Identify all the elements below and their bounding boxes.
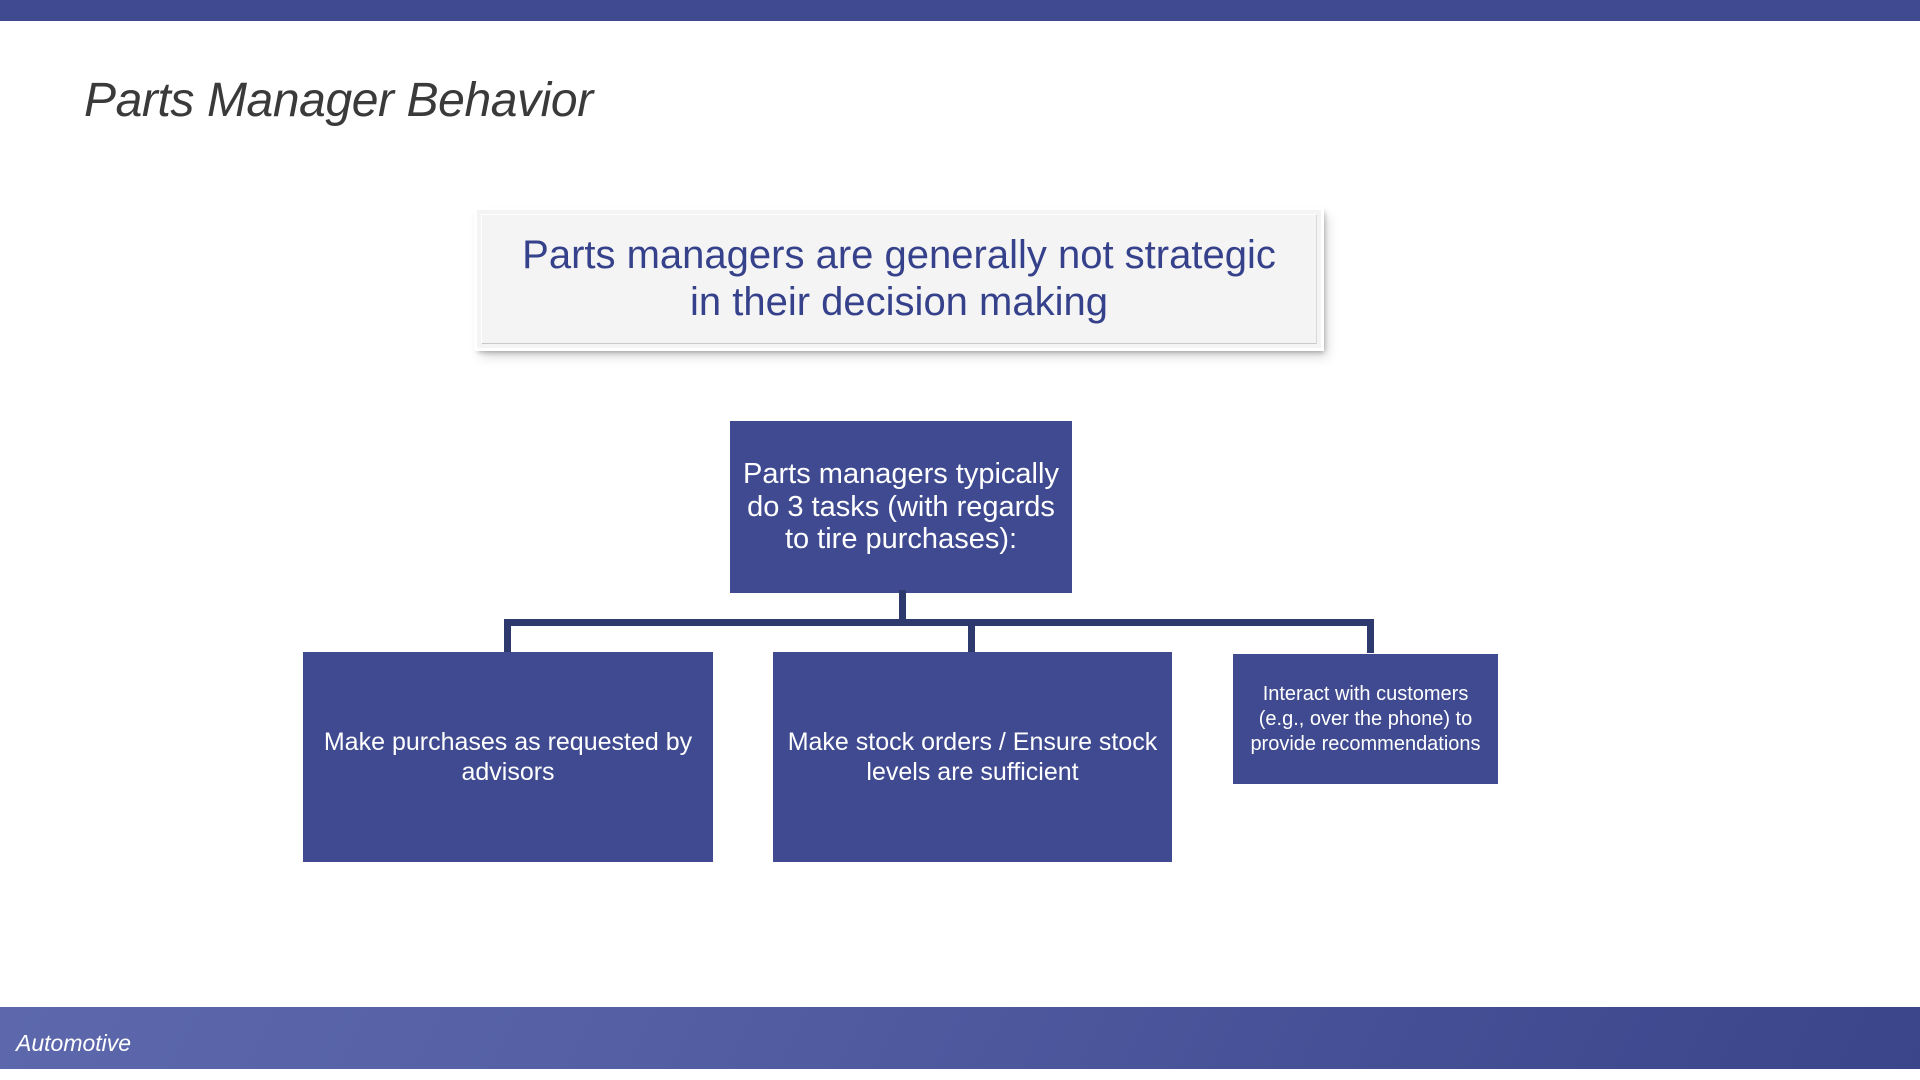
diagram-root-box: Parts managers typically do 3 tasks (wit…: [730, 421, 1072, 593]
top-accent-bar: [0, 0, 1920, 21]
connector-drop-right: [1367, 619, 1374, 653]
diagram-task-box-3: Interact with customers (e.g., over the …: [1233, 654, 1498, 784]
connector-stem-vertical: [899, 590, 906, 624]
diagram-root-label: Parts managers typically do 3 tasks (wit…: [743, 458, 1059, 556]
connector-horizontal-bar: [504, 619, 1374, 626]
footer-bar: [0, 1007, 1920, 1069]
page-title: Parts Manager Behavior: [84, 74, 593, 127]
diagram-task-label-1: Make purchases as requested by advisors: [323, 728, 693, 786]
diagram-task-box-2: Make stock orders / Ensure stock levels …: [773, 652, 1172, 862]
connector-drop-left: [504, 619, 511, 653]
diagram-task-label-3: Interact with customers (e.g., over the …: [1250, 682, 1481, 755]
footer-label: Automotive: [16, 1030, 132, 1056]
headline-callout-text: Parts managers are generally not strateg…: [522, 232, 1276, 324]
headline-callout-box: Parts managers are generally not strateg…: [476, 209, 1322, 349]
diagram-task-box-1: Make purchases as requested by advisors: [303, 652, 713, 862]
connector-drop-middle: [968, 619, 975, 653]
diagram-task-label-2: Make stock orders / Ensure stock levels …: [787, 728, 1158, 786]
